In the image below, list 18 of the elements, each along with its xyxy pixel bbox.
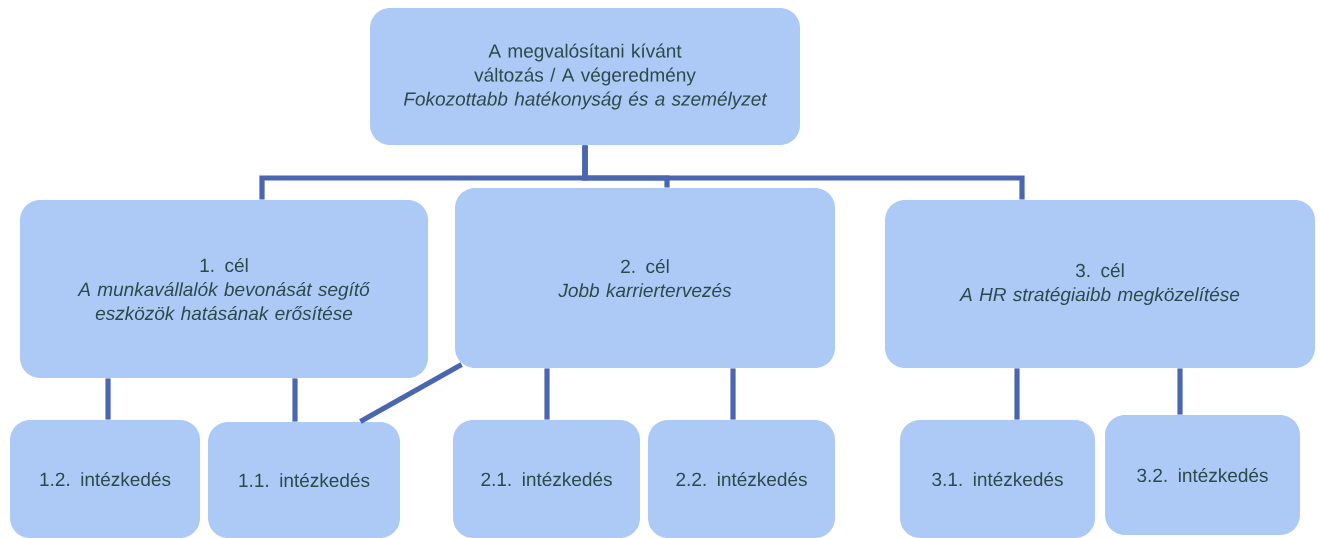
connector-line (1014, 368, 1020, 420)
goal-box: 3. cél A HR stratégiaibb megközelítése (885, 200, 1315, 368)
goal-box: 1. cél A munkavállalók bevonását segítő eszközök hatásának erősítése (20, 200, 428, 378)
action-box: 3.1. intézkedés (900, 420, 1095, 538)
connector-line (105, 378, 111, 420)
connector-line (1177, 368, 1183, 415)
connector-line (544, 368, 550, 420)
result-box: A megvalósítani kívánt változás / A végeredmény Fokozottabb hatékonyság és a személyzet (370, 8, 800, 145)
action-box: 1.1. intézkedés (208, 422, 400, 538)
action-box: 2.2. intézkedés (648, 420, 835, 538)
connector-line (292, 378, 298, 422)
action-box: 3.2. intézkedés (1105, 415, 1300, 535)
action-box: 1.2. intézkedés (10, 420, 200, 538)
action-box: 2.1. intézkedés (453, 420, 640, 538)
goal-box: 2. cél Jobb karriertervezés (455, 188, 835, 368)
connector-line (582, 145, 1025, 200)
connector-line (730, 368, 736, 420)
connector-line (359, 362, 463, 424)
